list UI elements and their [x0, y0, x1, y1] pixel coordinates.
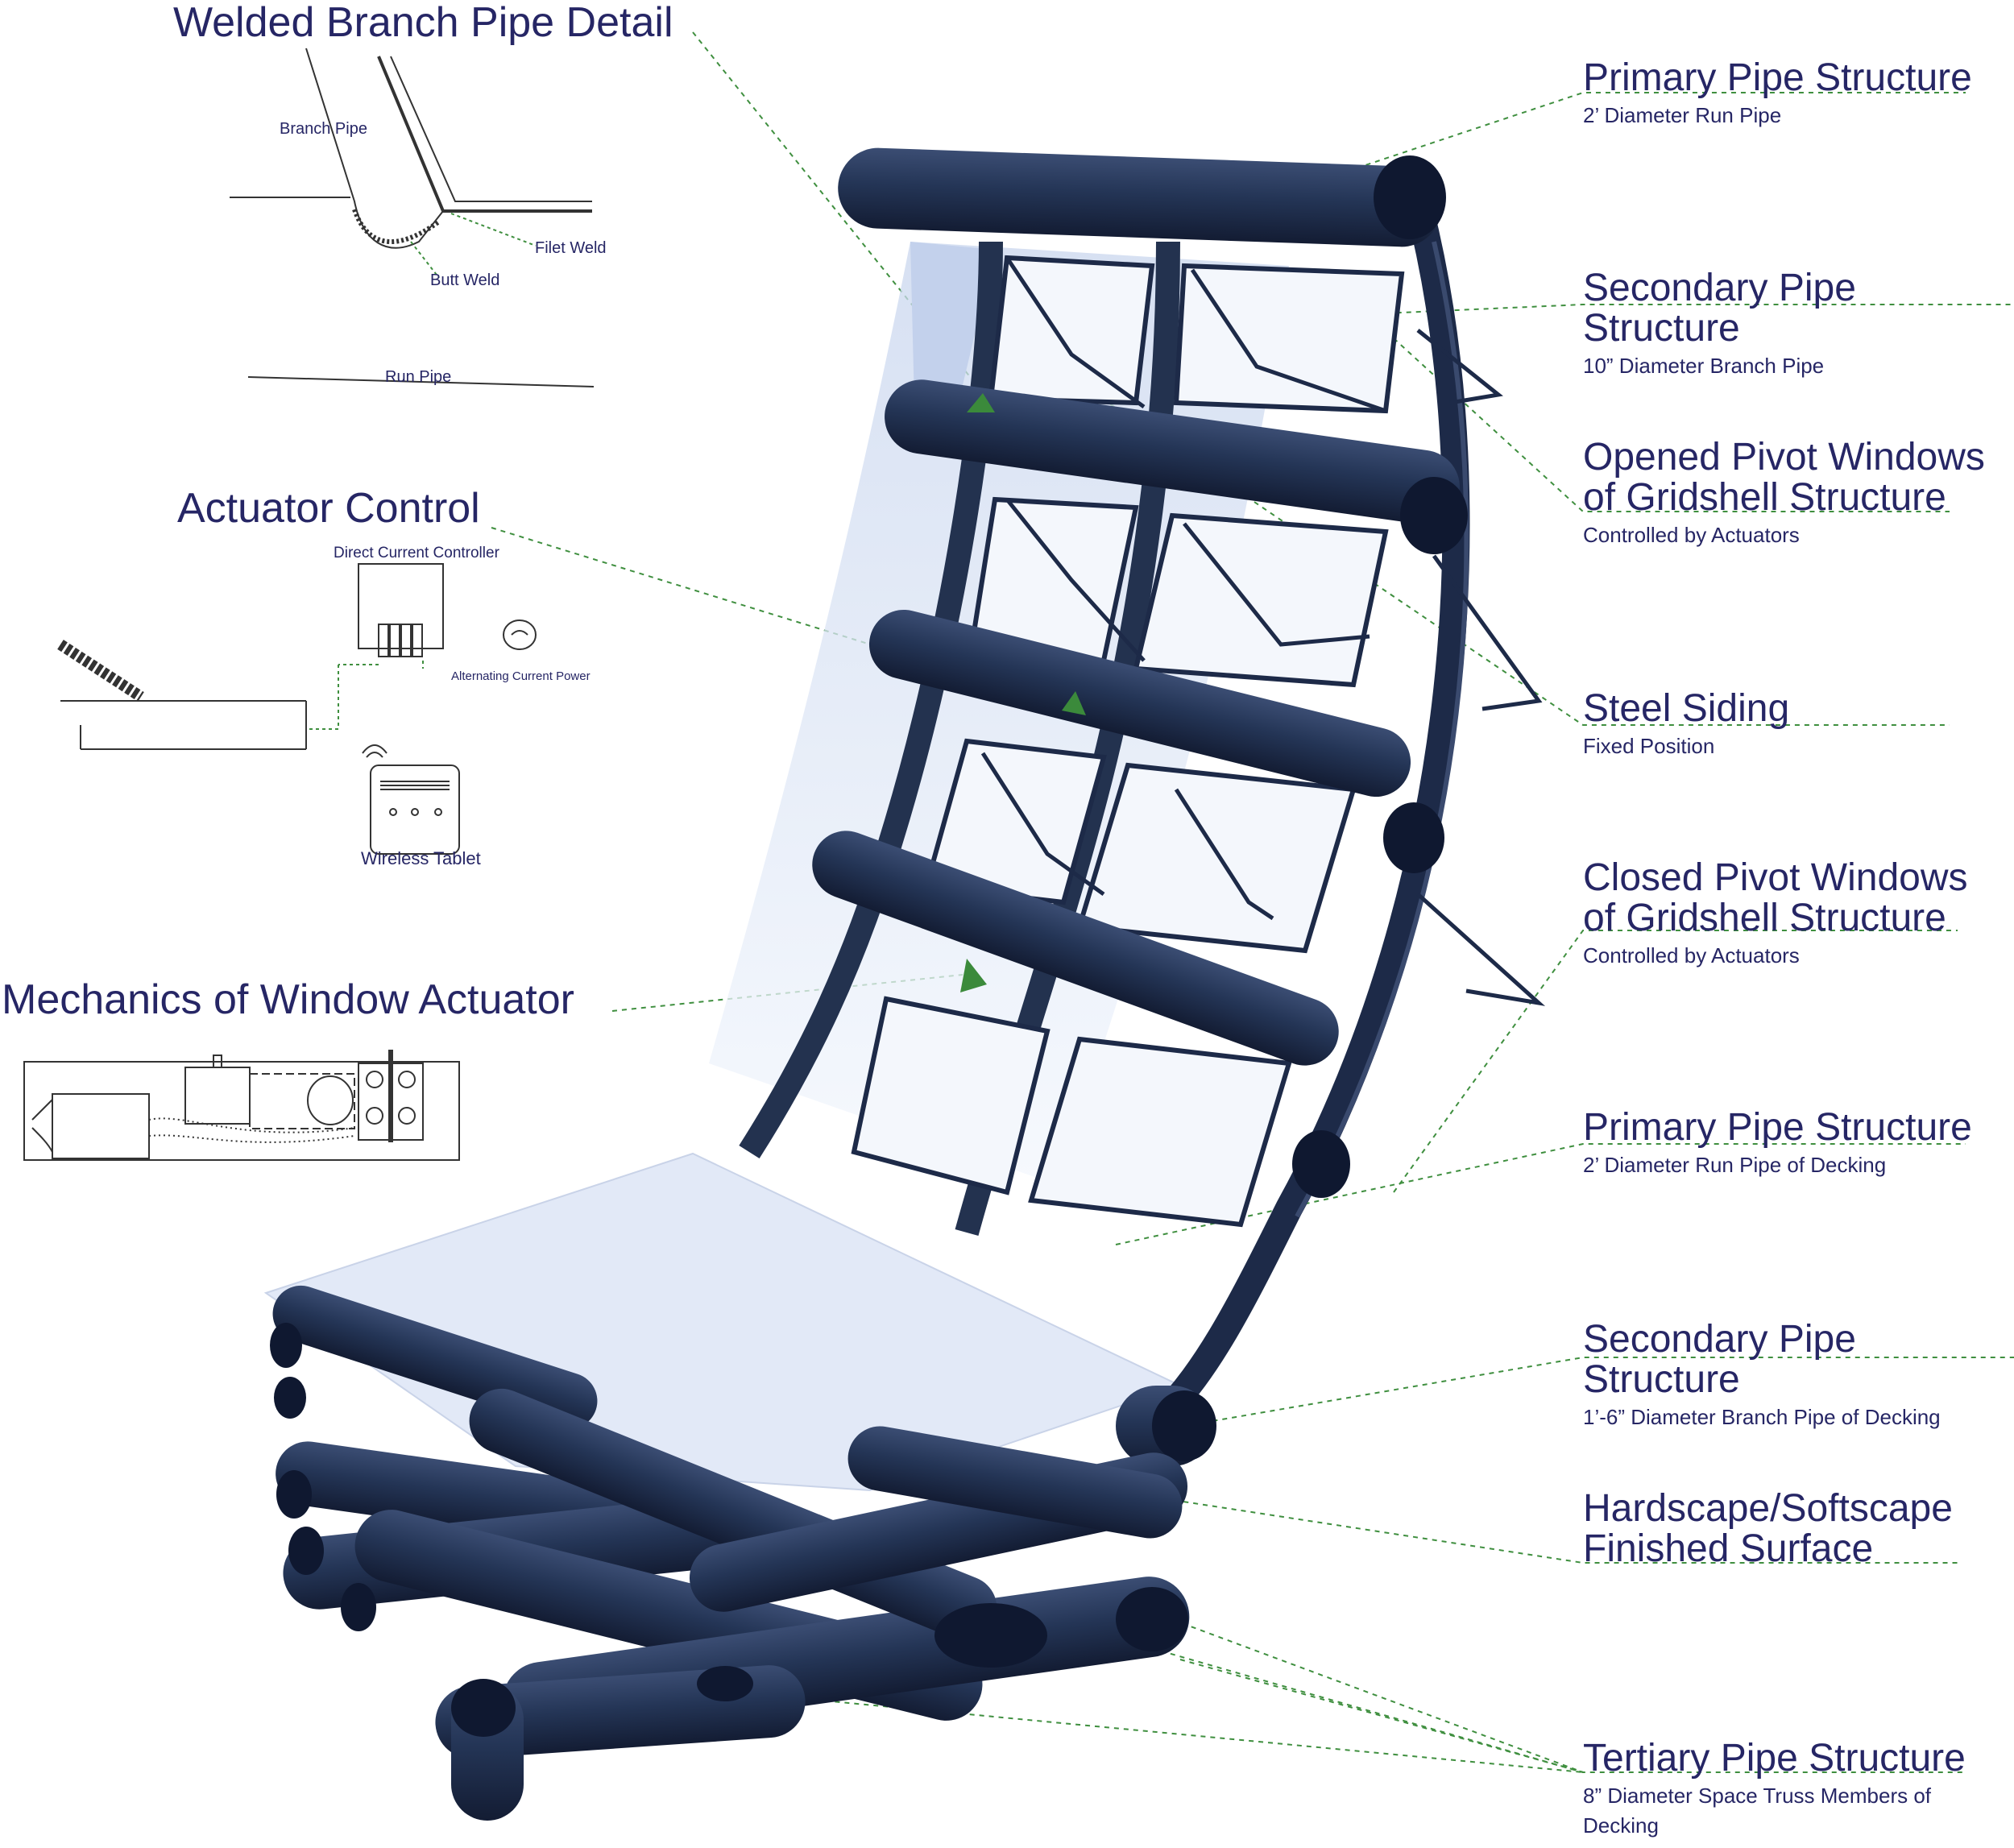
ac-power-label: Alternating Current Power	[451, 669, 591, 683]
controller-label: Direct Current Controller	[334, 545, 499, 561]
filet-weld-label: Filet Weld	[535, 239, 607, 257]
leader-tertiary-1	[1127, 1602, 1584, 1773]
callout-secondary-decking: Secondary Pipe Structure 1’-6” Diameter …	[1583, 1320, 2014, 1430]
ac-plug-icon	[503, 619, 537, 650]
callout-title: Closed Pivot Windows	[1583, 856, 1968, 899]
open-window-blades	[980, 256, 1546, 1006]
callout-title-line2: of Gridshell Structure	[1583, 897, 1946, 939]
callout-opened-pivot-windows: Opened Pivot Windows of Gridshell Struct…	[1583, 437, 1985, 548]
callout-finished-surface: Hardscape/Softscape Finished Surface	[1583, 1489, 1953, 1569]
callout-title-line2: Finished Surface	[1583, 1527, 1874, 1570]
callout-subtitle: 10” Diameter Branch Pipe	[1583, 354, 1825, 378]
callout-title-line2: of Gridshell Structure	[1583, 476, 1946, 519]
callout-secondary-branch-pipe: Secondary Pipe Structure 10” Diameter Br…	[1583, 268, 2014, 379]
controller-terminals	[378, 624, 423, 657]
tablet-icon	[370, 764, 460, 855]
callout-title: Secondary Pipe Structure	[1583, 1318, 1856, 1401]
callout-subtitle: 1’-6” Diameter Branch Pipe of Decking	[1583, 1405, 1941, 1429]
run-pipes	[812, 147, 1468, 1466]
window-actuator-drawing	[23, 1050, 460, 1161]
actuator-arrows	[960, 393, 1086, 992]
callout-subtitle: 2’ Diameter Run Pipe of Decking	[1583, 1153, 1887, 1177]
run-pipe-right-arc	[1150, 197, 1470, 1428]
butt-weld-label: Butt Weld	[430, 271, 500, 289]
callout-title: Steel Siding	[1583, 687, 1790, 730]
branch-pipe-label: Branch Pipe	[280, 120, 367, 138]
window-blade	[57, 640, 144, 702]
wifi-icon	[362, 744, 387, 754]
callout-primary-decking: Primary Pipe Structure 2’ Diameter Run P…	[1583, 1108, 1972, 1178]
callout-title: Secondary Pipe Structure	[1583, 267, 1856, 350]
motor-body	[52, 1093, 150, 1159]
leader-steel-siding	[918, 273, 1950, 726]
siding-strip	[910, 242, 995, 419]
callout-steel-siding: Steel Siding Fixed Position	[1583, 689, 1789, 759]
callout-title: Primary Pipe Structure	[1583, 1106, 1972, 1149]
gridshell-model	[263, 147, 1546, 1821]
callout-tertiary-pipe: Tertiary Pipe Structure 8” Diameter Spac…	[1583, 1738, 1966, 1838]
window-1	[988, 255, 1155, 406]
actuator-control-title: Actuator Control	[177, 485, 480, 532]
actuator-housing	[23, 1061, 460, 1161]
leader-weld-detail	[692, 31, 992, 404]
callout-subtitle: Controlled by Actuators	[1583, 943, 1800, 968]
weld-detail-title: Welded Branch Pipe Detail	[173, 0, 673, 46]
callout-title: Hardscape/Softscape	[1583, 1487, 1953, 1530]
leader-primary-run	[1328, 92, 1966, 178]
callout-title: Tertiary Pipe Structure	[1583, 1737, 1966, 1780]
truss-pipe-ends	[270, 1323, 1188, 1737]
callout-subtitle: 2’ Diameter Run Pipe	[1583, 103, 1782, 127]
callout-subtitle: Fixed Position	[1583, 734, 1715, 758]
butt-weld-bead	[352, 209, 441, 244]
leader-primary-decking	[1115, 1143, 1966, 1245]
run-pipe-label: Run Pipe	[385, 368, 452, 386]
callout-primary-run-pipe: Primary Pipe Structure 2’ Diameter Run P…	[1583, 58, 1972, 128]
branch-pipe-line	[305, 48, 444, 249]
callout-closed-pivot-windows: Closed Pivot Windows of Gridshell Struct…	[1583, 858, 1968, 968]
leader-secondary-branch	[1183, 304, 2014, 323]
mechanics-title: Mechanics of Window Actuator	[2, 976, 574, 1023]
callout-subtitle: Controlled by Actuators	[1583, 523, 1800, 547]
run-pipe-line	[247, 376, 595, 387]
actuator-control-drawing	[57, 563, 537, 855]
leader-closed-windows	[1393, 930, 1958, 1193]
callout-subtitle: 8” Diameter Space Truss Members of	[1583, 1784, 1932, 1808]
gear-box	[184, 1067, 251, 1125]
callout-title: Opened Pivot Windows	[1583, 436, 1985, 479]
leader-tertiary-3	[728, 1691, 1584, 1773]
tablet-label: Wireless Tablet	[361, 848, 481, 868]
leader-tertiary-4	[1179, 1659, 1966, 1773]
callout-subtitle-line2: Decking	[1583, 1813, 1659, 1838]
weld-detail-drawing	[230, 48, 595, 387]
callout-title: Primary Pipe Structure	[1583, 56, 1972, 99]
